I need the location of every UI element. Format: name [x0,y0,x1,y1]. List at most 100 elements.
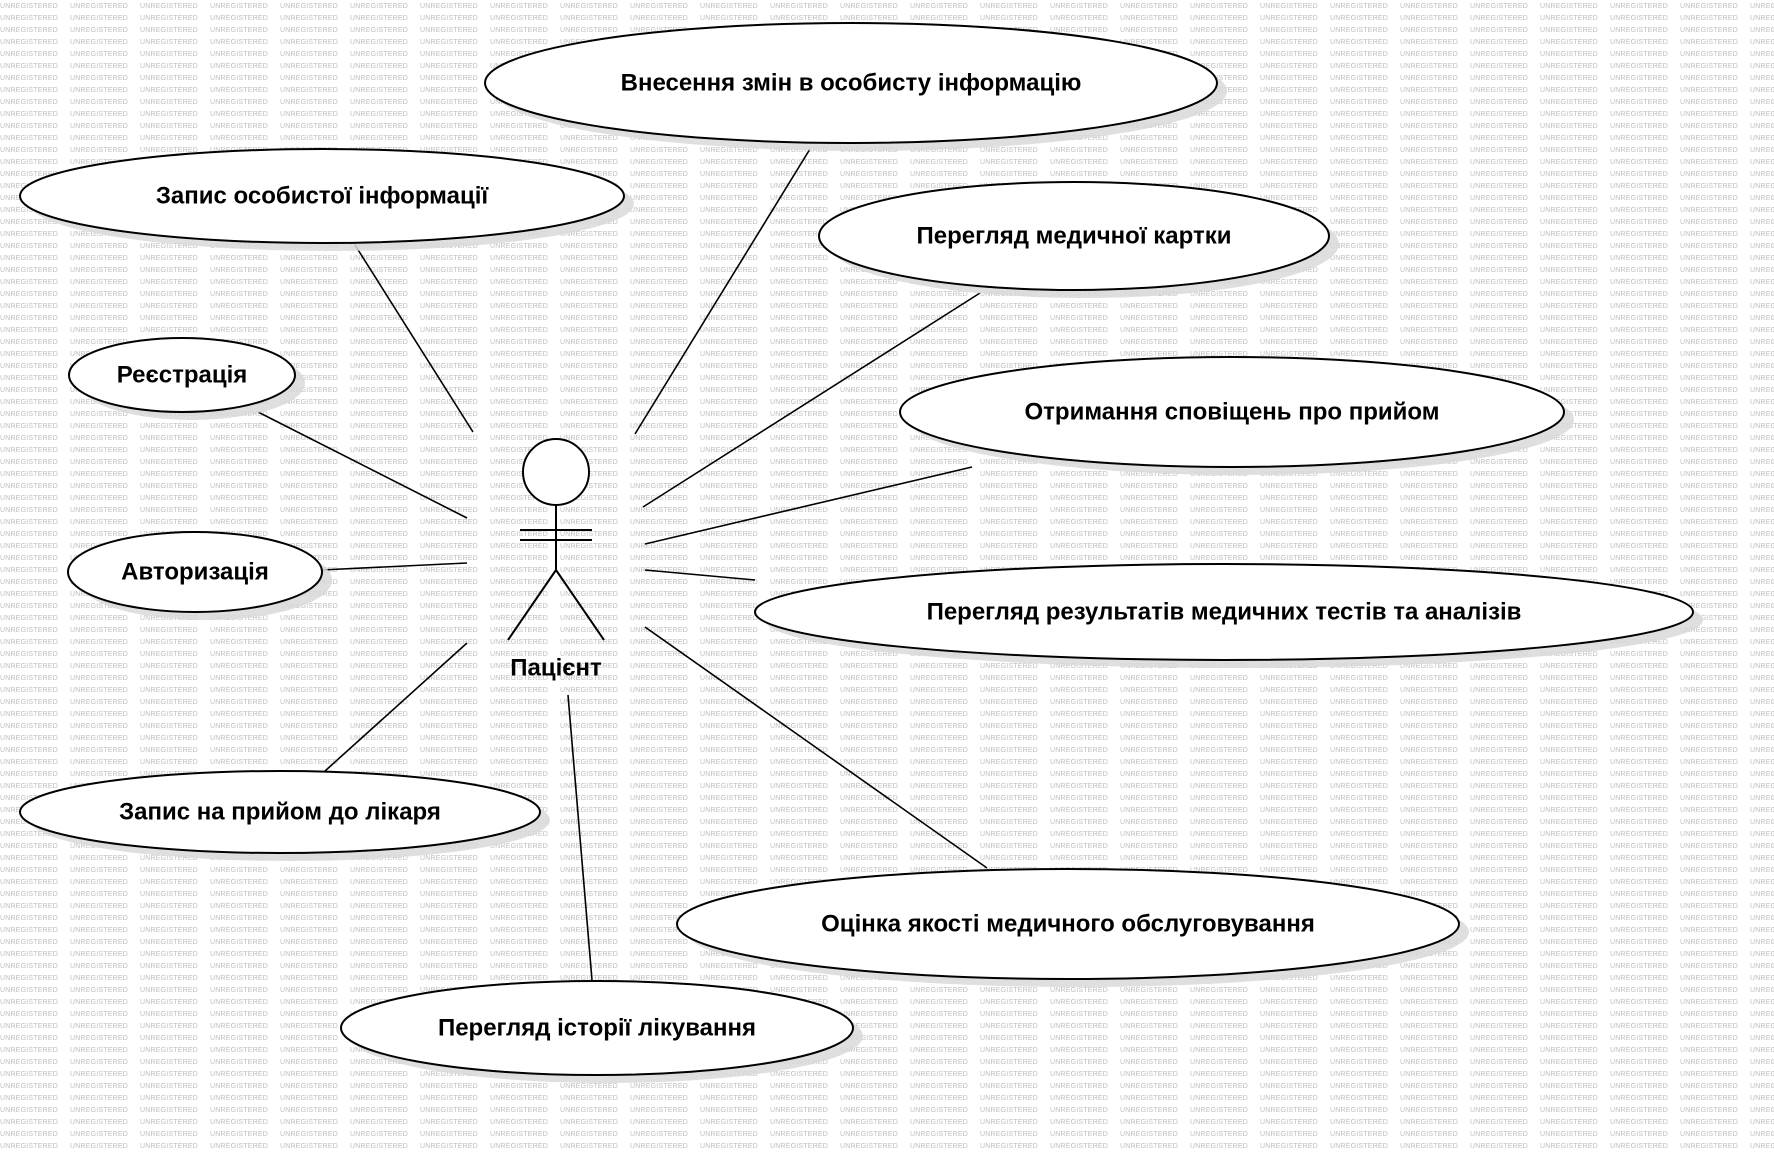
watermark-text: UNREGISTERED [1610,183,1668,190]
watermark-text: UNREGISTERED [1190,291,1248,298]
watermark-text: UNREGISTERED [1190,159,1248,166]
watermark-text: UNREGISTERED [280,399,338,406]
watermark-text: UNREGISTERED [1750,243,1774,250]
watermark-text: UNREGISTERED [770,663,828,670]
watermark-text: UNREGISTERED [630,951,688,958]
watermark-text: UNREGISTERED [910,999,968,1006]
watermark-text: UNREGISTERED [560,399,618,406]
watermark-text: UNREGISTERED [0,903,58,910]
watermark-text: UNREGISTERED [210,459,268,466]
watermark-text: UNREGISTERED [0,867,58,874]
watermark-text: UNREGISTERED [1330,1119,1388,1126]
watermark-text: UNREGISTERED [1750,435,1774,442]
watermark-text: UNREGISTERED [560,891,618,898]
watermark-text: UNREGISTERED [1330,987,1388,994]
watermark-text: UNREGISTERED [280,519,338,526]
watermark-text: UNREGISTERED [1330,975,1388,982]
watermark-text: UNREGISTERED [1470,27,1528,34]
watermark-text: UNREGISTERED [980,303,1038,310]
watermark-text: UNREGISTERED [1470,687,1528,694]
watermark-text: UNREGISTERED [0,471,58,478]
watermark-text: UNREGISTERED [700,171,758,178]
watermark-text: UNREGISTERED [700,411,758,418]
watermark-text: UNREGISTERED [1470,171,1528,178]
watermark-text: UNREGISTERED [630,867,688,874]
watermark-text: UNREGISTERED [1470,87,1528,94]
watermark-text: UNREGISTERED [1050,3,1108,10]
watermark-text: UNREGISTERED [1260,795,1318,802]
watermark-text: UNREGISTERED [770,147,828,154]
watermark-text: UNREGISTERED [980,1095,1038,1102]
watermark-text: UNREGISTERED [630,1095,688,1102]
watermark-text: UNREGISTERED [840,1095,898,1102]
watermark-text: UNREGISTERED [420,1107,478,1114]
watermark-text: UNREGISTERED [1470,51,1528,58]
watermark-text: UNREGISTERED [210,495,268,502]
watermark-text: UNREGISTERED [1470,747,1528,754]
watermark-text: UNREGISTERED [280,735,338,742]
watermark-text: UNREGISTERED [1540,219,1598,226]
watermark-text: UNREGISTERED [70,447,128,454]
watermark-text: UNREGISTERED [700,159,758,166]
watermark-text: UNREGISTERED [630,603,688,610]
watermark-text: UNREGISTERED [1610,747,1668,754]
watermark-text: UNREGISTERED [70,639,128,646]
watermark-text: UNREGISTERED [210,675,268,682]
watermark-text: UNREGISTERED [980,711,1038,718]
watermark-text: UNREGISTERED [1540,759,1598,766]
watermark-text: UNREGISTERED [840,651,898,658]
watermark-text: UNREGISTERED [770,243,828,250]
watermark-text: UNREGISTERED [770,579,828,586]
watermark-text: UNREGISTERED [0,1131,58,1138]
watermark-text: UNREGISTERED [70,291,128,298]
watermark-text: UNREGISTERED [1190,123,1248,130]
watermark-text: UNREGISTERED [350,423,408,430]
watermark-text: UNREGISTERED [1680,1011,1738,1018]
watermark-text: UNREGISTERED [1680,999,1738,1006]
watermark-text: UNREGISTERED [140,1095,198,1102]
watermark-text: UNREGISTERED [910,303,968,310]
watermark-text: UNREGISTERED [210,651,268,658]
watermark-text: UNREGISTERED [280,303,338,310]
watermark-text: UNREGISTERED [1540,495,1598,502]
watermark-text: UNREGISTERED [1190,519,1248,526]
watermark-text: UNREGISTERED [1260,1095,1318,1102]
watermark-text: UNREGISTERED [140,483,198,490]
watermark-text: UNREGISTERED [210,1131,268,1138]
watermark-text: UNREGISTERED [0,243,58,250]
watermark-text: UNREGISTERED [140,135,198,142]
watermark-text: UNREGISTERED [1330,819,1388,826]
watermark-text: UNREGISTERED [1540,3,1598,10]
watermark-text: UNREGISTERED [420,1083,478,1090]
watermark-text: UNREGISTERED [1330,75,1388,82]
watermark-text: UNREGISTERED [630,699,688,706]
watermark-text: UNREGISTERED [420,483,478,490]
watermark-text: UNREGISTERED [70,1131,128,1138]
watermark-text: UNREGISTERED [1260,855,1318,862]
watermark-text: UNREGISTERED [350,915,408,922]
watermark-text: UNREGISTERED [1750,1083,1774,1090]
watermark-text: UNREGISTERED [1680,135,1738,142]
watermark-text: UNREGISTERED [1610,387,1668,394]
watermark-text: UNREGISTERED [1750,1107,1774,1114]
watermark-text: UNREGISTERED [490,39,548,46]
watermark-text: UNREGISTERED [280,3,338,10]
watermark-text: UNREGISTERED [0,411,58,418]
watermark-text: UNREGISTERED [700,15,758,22]
watermark-text: UNREGISTERED [1470,243,1528,250]
watermark-text: UNREGISTERED [560,651,618,658]
watermark-text: UNREGISTERED [840,183,898,190]
watermark-text: UNREGISTERED [980,795,1038,802]
watermark-text: UNREGISTERED [1680,663,1738,670]
watermark-text: UNREGISTERED [1540,255,1598,262]
watermark-text: UNREGISTERED [840,999,898,1006]
watermark-text: UNREGISTERED [1470,339,1528,346]
watermark-text: UNREGISTERED [1610,459,1668,466]
watermark-text: UNREGISTERED [210,255,268,262]
watermark-text: UNREGISTERED [630,159,688,166]
watermark-text: UNREGISTERED [1120,783,1178,790]
watermark-text: UNREGISTERED [1470,783,1528,790]
watermark-text: UNREGISTERED [840,831,898,838]
watermark-text: UNREGISTERED [140,1071,198,1078]
watermark-text: UNREGISTERED [1400,687,1458,694]
